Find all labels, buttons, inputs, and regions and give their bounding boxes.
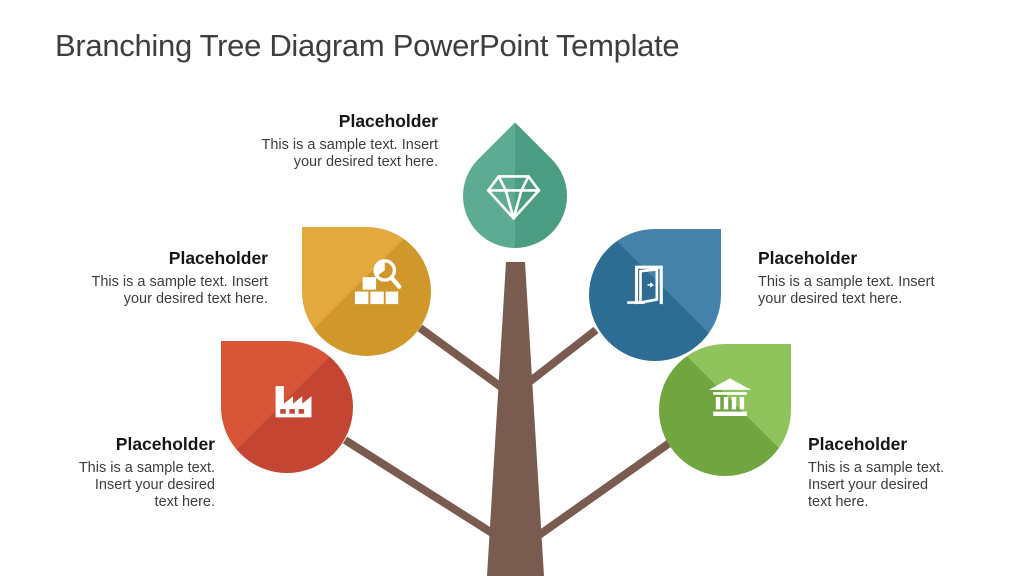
diamond-icon: [486, 173, 542, 221]
factory-icon: [271, 378, 317, 420]
slide-title: Branching Tree Diagram PowerPoint Templa…: [55, 28, 680, 63]
placeholder-body: This is a sample text. Insert your desir…: [758, 274, 935, 308]
placeholder-heading: Placeholder: [338, 111, 438, 131]
placeholder-heading: Placeholder: [808, 434, 908, 454]
leaf-lower-left: [221, 341, 353, 473]
placeholder-body: This is a sample text. Insert your desir…: [78, 460, 215, 511]
placeholder-body: This is a sample text. Insert your desir…: [261, 137, 438, 171]
leaf-upper-left: [302, 227, 431, 356]
placeholder-heading: Placeholder: [168, 248, 268, 268]
leaf-top: [441, 122, 589, 270]
tree-trunk: [487, 262, 544, 576]
placeholder-heading: Placeholder: [115, 434, 215, 454]
bank-icon: [707, 376, 753, 418]
leaf-upper-right: [589, 229, 721, 361]
text-block-bottom-left: Placeholder This is a sample text. Inser…: [40, 434, 215, 511]
text-block-middle-right: Placeholder This is a sample text. Inser…: [758, 248, 973, 308]
open-door-icon: [625, 261, 671, 307]
leaf-lower-right: [659, 344, 791, 476]
text-block-bottom-right: Placeholder This is a sample text. Inser…: [808, 434, 983, 511]
text-block-top: Placeholder This is a sample text. Inser…: [223, 111, 438, 171]
tree-branch: [342, 436, 503, 542]
text-block-middle-left: Placeholder This is a sample text. Inser…: [53, 248, 268, 308]
inspection-boxes-icon: [353, 256, 403, 306]
placeholder-body: This is a sample text. Insert your desir…: [91, 274, 268, 308]
placeholder-heading: Placeholder: [758, 248, 858, 268]
tree-branch: [521, 326, 599, 390]
tree-branch: [417, 324, 511, 396]
placeholder-body: This is a sample text. Insert your desir…: [808, 460, 945, 511]
